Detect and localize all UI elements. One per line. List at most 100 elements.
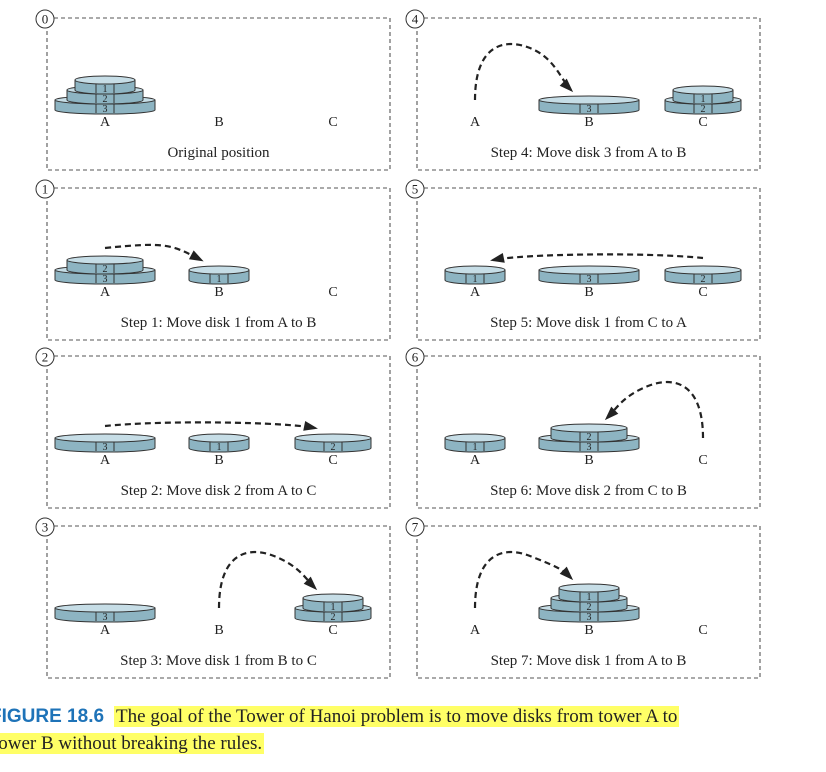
panel-0-disk-1: 1 <box>74 75 136 95</box>
panel-6-tower-label-c: C <box>698 453 707 468</box>
panel-4-caption: Step 4: Move disk 3 from A to B <box>491 145 687 161</box>
panel-5-move-arrow <box>490 252 704 263</box>
svg-text:2: 2 <box>103 264 108 275</box>
svg-text:2: 2 <box>42 350 49 365</box>
panel-5-disk-3: 3 <box>538 265 640 285</box>
svg-text:1: 1 <box>587 592 592 603</box>
svg-text:2: 2 <box>331 612 336 623</box>
panel-7-tower-label-a: A <box>470 623 481 638</box>
panel-5-step-badge: 5 <box>405 179 425 199</box>
panel-2-tower-label-c: C <box>328 453 337 468</box>
panel-5-disk-2: 2 <box>664 265 742 285</box>
panel-4-tower-label-a: A <box>470 115 481 130</box>
panel-7-tower-label-c: C <box>698 623 707 638</box>
panel-3-tower-label-c: C <box>328 623 337 638</box>
panel-7-disk-1: 1 <box>558 583 620 603</box>
svg-text:1: 1 <box>473 274 478 285</box>
panel-4-step-badge: 4 <box>405 9 425 29</box>
svg-text:1: 1 <box>331 602 336 613</box>
svg-text:1: 1 <box>217 442 222 453</box>
svg-text:2: 2 <box>103 94 108 105</box>
svg-text:3: 3 <box>587 442 592 453</box>
svg-text:1: 1 <box>217 274 222 285</box>
panel-0-step-badge: 0 <box>35 9 55 29</box>
svg-text:0: 0 <box>42 12 49 27</box>
svg-text:2: 2 <box>331 442 336 453</box>
panel-5-tower-label-a: A <box>470 285 481 300</box>
figure-caption-text-2: tower B without breaking the rules. <box>0 733 265 754</box>
panel-2-tower-label-b: B <box>214 453 223 468</box>
svg-text:3: 3 <box>587 274 592 285</box>
svg-text:7: 7 <box>412 520 419 535</box>
svg-text:3: 3 <box>103 612 108 623</box>
panel-7-move-arrow <box>473 550 574 609</box>
figure-caption-line-2: tower B without breaking the rules. <box>0 730 826 757</box>
panel-3-caption: Step 3: Move disk 1 from B to C <box>120 653 317 669</box>
panel-2-tower-label-a: A <box>100 453 111 468</box>
panel-7-caption: Step 7: Move disk 1 from A to B <box>491 653 687 669</box>
panel-6-tower-label-b: B <box>584 453 593 468</box>
svg-text:1: 1 <box>473 442 478 453</box>
svg-text:4: 4 <box>412 12 419 27</box>
panel-6-step-badge: 6 <box>405 347 425 367</box>
panel-2-move-arrow <box>104 420 318 431</box>
panel-2-disk-2: 2 <box>294 433 372 453</box>
svg-text:6: 6 <box>412 350 419 365</box>
svg-text:3: 3 <box>42 520 49 535</box>
panel-3-tower-label-b: B <box>214 623 223 638</box>
figure-label: FIGURE 18.6 <box>0 706 105 727</box>
panel-3-move-arrow <box>217 550 318 609</box>
panel-6-border <box>416 355 761 509</box>
panel-6-caption: Step 6: Move disk 2 from C to B <box>490 483 687 499</box>
panel-2-border <box>46 355 391 509</box>
panel-6: 6 1 32A B C Step 6: Move disk 2 from C to B <box>405 347 761 509</box>
panel-4-disk-3: 3 <box>538 95 640 115</box>
svg-text:2: 2 <box>701 104 706 115</box>
panel-3-disk-3: 3 <box>54 603 156 623</box>
panel-4-disk-1: 1 <box>672 85 734 105</box>
panel-0-tower-label-c: C <box>328 115 337 130</box>
panel-2: 2 3 1 2A B C Step 2: Move disk 2 from A to C <box>35 347 391 509</box>
panel-4-move-arrow <box>473 42 574 101</box>
svg-text:3: 3 <box>587 104 592 115</box>
panel-5-caption: Step 5: Move disk 1 from C to A <box>490 315 687 331</box>
panel-3-tower-label-a: A <box>100 623 111 638</box>
panel-3-step-badge: 3 <box>35 517 55 537</box>
panel-1-caption: Step 1: Move disk 1 from A to B <box>121 315 317 331</box>
panel-6-disk-2: 2 <box>550 423 628 443</box>
figure-caption-line-1: FIGURE 18.6 The goal of the Tower of Hano… <box>0 703 826 730</box>
panel-2-caption: Step 2: Move disk 2 from A to C <box>121 483 317 499</box>
svg-text:2: 2 <box>587 432 592 443</box>
panel-7-tower-label-b: B <box>584 623 593 638</box>
svg-text:1: 1 <box>103 84 108 95</box>
svg-text:1: 1 <box>701 94 706 105</box>
panel-6-move-arrow <box>604 380 705 439</box>
figure-caption: FIGURE 18.6 The goal of the Tower of Hano… <box>0 703 826 757</box>
panel-3-disk-1: 1 <box>302 593 364 613</box>
svg-text:2: 2 <box>701 274 706 285</box>
panel-1-tower-label-c: C <box>328 285 337 300</box>
svg-text:3: 3 <box>103 442 108 453</box>
panel-4-tower-label-b: B <box>584 115 593 130</box>
panel-1-tower-label-a: A <box>100 285 111 300</box>
panel-1-step-badge: 1 <box>35 179 55 199</box>
panel-1-move-arrow <box>104 243 204 262</box>
panel-7-border <box>416 525 761 679</box>
panel-5-tower-label-b: B <box>584 285 593 300</box>
svg-text:5: 5 <box>412 182 419 197</box>
svg-text:3: 3 <box>103 104 108 115</box>
panel-0-caption: Original position <box>167 145 270 161</box>
panel-7-step-badge: 7 <box>405 517 425 537</box>
panel-1-disk-2: 2 <box>66 255 144 275</box>
panel-4-border <box>416 17 761 171</box>
figure-caption-text-1: The goal of the Tower of Hanoi problem i… <box>114 706 680 727</box>
panel-6-tower-label-a: A <box>470 453 481 468</box>
panel-1-border <box>46 187 391 341</box>
panel-5-disk-1: 1 <box>444 265 506 285</box>
